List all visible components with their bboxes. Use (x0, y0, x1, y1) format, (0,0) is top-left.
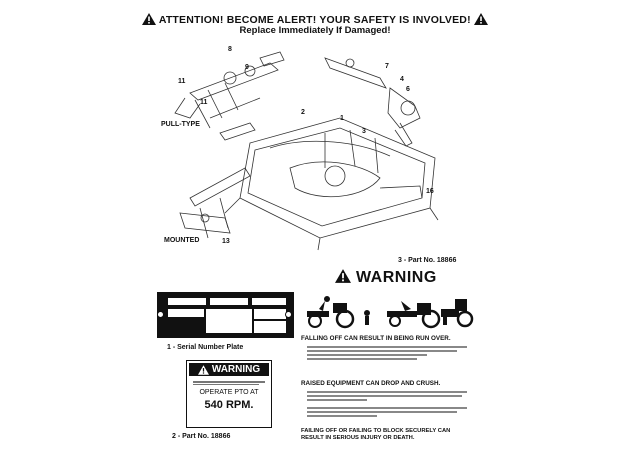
part2-warning-decal: WARNING OPERATE PTO AT 540 RPM. (186, 360, 272, 428)
serial-number-plate (157, 292, 294, 338)
pull-type-label: PULL-TYPE (161, 121, 200, 128)
driveline-parts-drawing (324, 57, 421, 147)
callout-number: 3 (362, 128, 366, 135)
plate-field (167, 308, 205, 318)
operate-pto-line: OPERATE PTO AT (199, 389, 259, 396)
callout-number: 9 (245, 64, 249, 71)
mounted-label: MOUNTED (164, 237, 200, 244)
plate-field (253, 320, 287, 334)
raised-deck-tractor-icon (387, 301, 441, 329)
callout-number: 6 (406, 86, 410, 93)
part2-caption: 2 - Part No. 18866 (172, 433, 231, 440)
callout-number: 7 (385, 63, 389, 70)
part2-fine-print (193, 380, 265, 386)
part3-footer-line2: RESULT IN SERIOUS INJURY OR DEATH. (301, 435, 415, 441)
part3-caption: 3 - Part No. 18866 (398, 257, 457, 264)
part3-warning-title: WARNING (355, 269, 437, 286)
part3-section2-title: RAISED EQUIPMENT CAN DROP AND CRUSH. (301, 380, 441, 387)
callout-number: 2 (301, 109, 305, 116)
pto-rpm-line: 540 RPM. (204, 399, 254, 411)
part3-footer-line1: FAILING OFF OR FAILING TO BLOCK SECURELY… (301, 428, 451, 434)
plate-field (209, 297, 249, 306)
blocked-deck-tractor-icon (441, 299, 474, 328)
plate-field (167, 297, 207, 306)
attention-heading: ATTENTION! BECOME ALERT! YOUR SAFETY IS … (0, 13, 630, 26)
warning-triangle-icon (197, 364, 209, 375)
plate-rivet-icon (157, 311, 164, 318)
bystander-icon (364, 310, 370, 325)
part2-warning-title: WARNING (211, 364, 261, 375)
callout-number: 13 (222, 238, 230, 245)
tractor-pictograms (307, 296, 474, 329)
part2-warning-header: WARNING (189, 363, 269, 376)
rider-falling-tractor-icon (307, 296, 355, 329)
callout-number: 1 (340, 115, 344, 122)
attention-text: ATTENTION! BECOME ALERT! YOUR SAFETY IS … (158, 14, 471, 26)
mower-deck-drawing (224, 117, 439, 251)
replace-subheading: Replace Immediately If Damaged! (239, 25, 391, 36)
mower-line-drawing (174, 51, 439, 251)
pull-type-hitch-drawing (174, 51, 285, 141)
part3-section2-body (307, 389, 475, 419)
plate-field (251, 297, 287, 306)
plate-field (253, 308, 287, 320)
callout-number: 11 (200, 99, 208, 106)
callout-number: 8 (228, 46, 232, 53)
callout-number: 4 (400, 76, 404, 83)
part3-warning-heading: WARNING (335, 269, 437, 287)
warning-triangle-icon (473, 13, 488, 25)
part1-caption: 1 - Serial Number Plate (167, 344, 244, 351)
part3-section1-title: FALLING OFF CAN RESULT IN BEING RUN OVER… (301, 335, 451, 342)
plate-rivet-icon (285, 311, 292, 318)
warning-triangle-icon (335, 269, 351, 283)
plate-field (205, 308, 253, 334)
mounted-hitch-drawing (179, 167, 251, 239)
callout-number: 11 (178, 78, 186, 85)
callout-number: 16 (426, 188, 434, 195)
part3-warning-decal: WARNING FALLING OFF CAN RESULT IN BEING … (297, 265, 480, 447)
warning-triangle-icon (142, 13, 157, 25)
part3-section1-body (307, 344, 475, 362)
